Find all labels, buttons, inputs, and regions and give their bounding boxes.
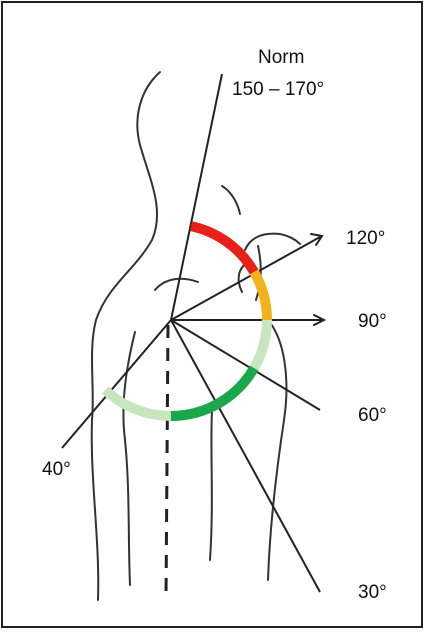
- label-90-degrees: 90°: [358, 311, 387, 332]
- label-40-degrees: 40°: [42, 459, 71, 480]
- label-120-degrees: 120°: [346, 228, 385, 249]
- norm-title-label: Norm: [258, 47, 304, 68]
- norm-range-label: 150 – 170°: [232, 79, 324, 100]
- label-30-degrees: 30°: [358, 582, 387, 603]
- label-60-degrees: 60°: [358, 405, 387, 426]
